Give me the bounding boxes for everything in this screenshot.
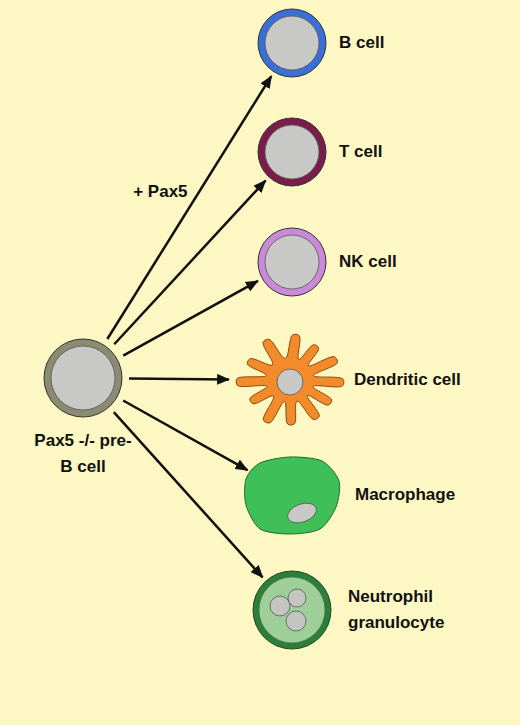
cell-interior — [265, 125, 319, 179]
cell-nucleus — [277, 369, 303, 395]
differentiation-arrow — [114, 181, 265, 345]
cell-shape — [43, 338, 123, 418]
edge-label: + Pax5 — [133, 182, 187, 202]
cell-shape — [242, 455, 342, 535]
cell-shape — [257, 227, 327, 297]
cell-label: Macrophage — [355, 482, 515, 508]
cell-shape — [257, 8, 327, 78]
dendrite-body — [236, 334, 344, 425]
cell-membrane — [258, 228, 326, 296]
differentiation-arrow — [114, 412, 263, 577]
differentiation-arrow — [123, 400, 247, 470]
cell-interior — [51, 346, 115, 410]
cell-interior — [259, 577, 325, 643]
b-cell: B cell — [257, 8, 327, 78]
cell-interior — [265, 235, 319, 289]
cell-label: B cell — [339, 30, 489, 56]
differentiation-arrow — [123, 281, 258, 356]
t-cell: T cell — [257, 117, 327, 187]
nucleus-lobe — [286, 611, 306, 631]
cell-shape — [252, 570, 332, 650]
dendritic-cell: Dendritic cell — [233, 328, 347, 432]
cell-nucleus — [285, 499, 319, 526]
cell-label: Neutrophil granulocyte — [348, 584, 466, 636]
pre-b-cell: Pax5 -/- pre-B cell — [43, 338, 123, 418]
cell-label: NK cell — [339, 249, 489, 275]
cell-label: T cell — [339, 139, 489, 165]
nucleus-lobe — [288, 589, 306, 607]
nucleus-lobe — [270, 596, 290, 616]
cell-shape — [257, 117, 327, 187]
differentiation-arrow — [129, 377, 229, 380]
cell-membrane — [258, 9, 326, 77]
cell-interior — [265, 16, 319, 70]
cell-membrane — [258, 118, 326, 186]
neutrophil: Neutrophil granulocyte — [252, 570, 332, 650]
cell-label: Dendritic cell — [354, 367, 514, 393]
cell-shape — [233, 328, 347, 432]
nk-cell: NK cell — [257, 227, 327, 297]
cell-membrane — [44, 339, 122, 417]
macrophage-body — [245, 457, 340, 534]
macrophage: Macrophage — [242, 455, 342, 535]
cell-membrane — [253, 571, 331, 649]
differentiation-arrow — [107, 76, 271, 339]
cell-label: Pax5 -/- pre-B cell — [31, 428, 135, 480]
